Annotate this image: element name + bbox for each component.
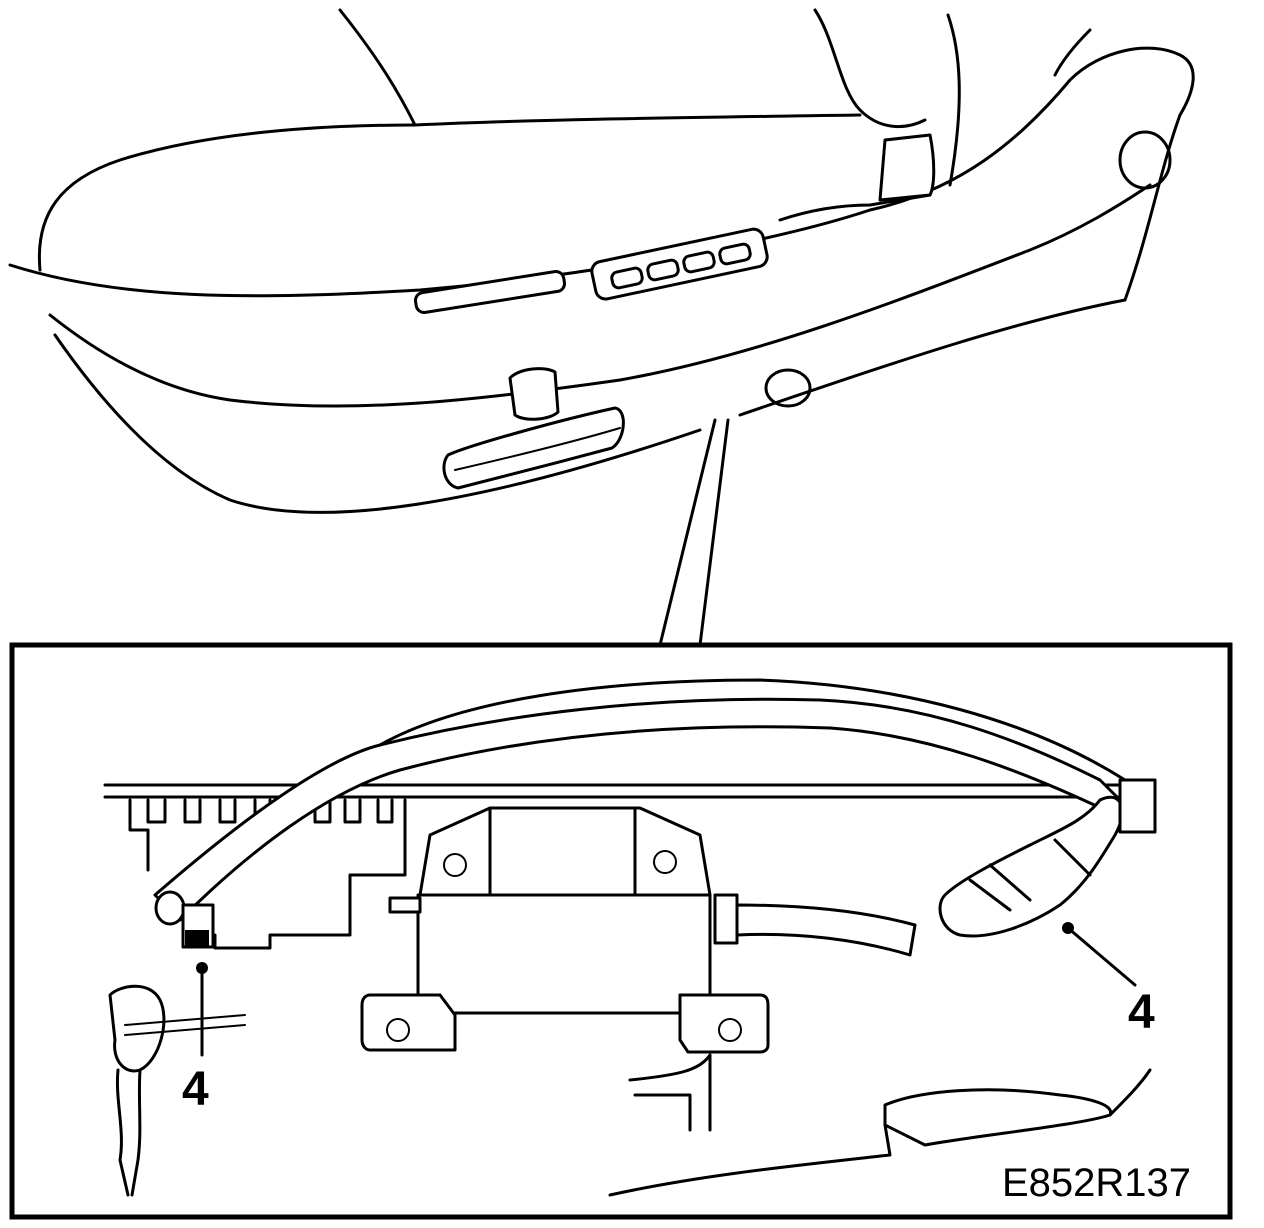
mount-bolt-4 [718,1018,742,1042]
seat-motor [128,798,407,950]
right-connector-boot [938,795,1124,938]
floor-bracket [628,1053,712,1132]
module-cable [735,903,917,957]
figure-reference-code: E852R137 [1002,1161,1191,1205]
hinge-cover [878,133,936,202]
seat-valance-rear [738,298,1127,417]
memory-button-3[interactable] [682,250,716,274]
floor-bracket-edge [633,1093,692,1132]
left-rod [124,1014,246,1036]
recliner-knob [1118,130,1172,190]
mount-bolt-2 [653,850,677,874]
seat-side-trim [8,46,1195,298]
seat-side-rear [1123,113,1182,302]
memory-button-1[interactable] [610,266,644,290]
right-connector[interactable] [938,778,1157,938]
seat-pocket-line [778,193,932,222]
mount-bolt-1 [443,853,467,877]
harness-outer-arc [378,678,1127,782]
backrest-shape [946,13,961,187]
mount-flange-left [360,993,457,1052]
module-pin-left [388,896,422,914]
detail-view: 4 4 E852R137 [103,678,1191,1205]
seat-valance [53,333,702,514]
detail-frame [9,642,1233,1220]
memory-button-housing [590,227,769,301]
left-post [115,1068,142,1197]
seat-adjust-switch-edge [454,427,621,471]
trim-strip [414,270,566,314]
detail-pointer-right [698,418,730,647]
seat-rail-cover [883,1088,1113,1147]
seat-rail-front [608,1123,892,1197]
backrest-switch[interactable] [508,367,560,421]
right-connector-end [1118,778,1157,834]
callout-right-label: 4 [1128,986,1155,1039]
right-connector-ridge [968,863,1032,912]
left-connector-latch [185,930,209,946]
left-clip [108,984,166,1073]
module-body [416,893,712,1015]
memory-button-4[interactable] [718,242,752,266]
mount-flange-right [678,993,770,1054]
lumbar-knob [764,368,812,408]
seat-rail-cover-edge [1108,1068,1152,1117]
mount-bolt-3 [386,1018,410,1042]
memory-button-panel[interactable] [590,227,769,301]
seat-overview [8,8,1195,647]
seat-side-lower [48,183,1152,408]
seat-adjust-switch[interactable] [442,406,625,490]
backrest-right-edge [813,8,927,129]
seat-cushion [37,123,417,272]
harness-tube-end [154,890,186,926]
control-module[interactable] [360,806,770,1054]
backrest-hinge-top [1053,28,1092,77]
memory-button-2[interactable] [646,258,680,282]
detail-pointer-left [658,418,717,647]
callout-right-leader [1066,926,1137,987]
seat-cushion-top-rear [413,113,862,127]
module-clip-right [713,893,739,945]
backrest-left-edge [338,8,417,127]
callout-left-label: 4 [182,1063,209,1116]
right-connector-tab [1053,838,1092,877]
